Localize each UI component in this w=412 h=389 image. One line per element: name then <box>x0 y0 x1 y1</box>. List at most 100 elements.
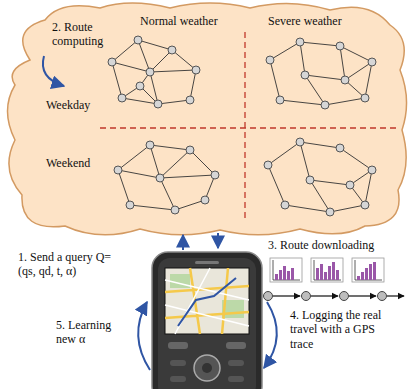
drawing-part <box>336 42 344 50</box>
drawing-part <box>150 50 172 72</box>
drawing-part <box>325 98 365 105</box>
phone <box>152 252 262 389</box>
drawing-part <box>266 56 274 64</box>
drawing-part <box>300 42 305 75</box>
drawing-part <box>130 205 175 210</box>
drawing-part <box>226 342 246 349</box>
drawing-part <box>108 58 116 66</box>
drawing-part <box>211 171 219 179</box>
drawing-part <box>264 161 272 169</box>
drawing-part <box>186 146 194 154</box>
learning-arc <box>138 302 150 370</box>
drawing-part <box>310 180 330 212</box>
drawing-part <box>202 363 212 373</box>
step-label: 4. Logging the real travel with a GPS tr… <box>290 308 390 351</box>
drawing-part <box>281 201 289 209</box>
drawing-part <box>268 165 285 205</box>
drawing-part <box>368 166 376 174</box>
route-path <box>264 292 405 301</box>
drawing-part <box>136 82 144 90</box>
step-label: 2. Route computing <box>52 20 114 49</box>
drawing-part <box>156 174 164 182</box>
drawing-part <box>195 261 219 264</box>
drawing-part <box>314 260 341 280</box>
drawing-part <box>340 148 372 170</box>
drawing-part <box>368 58 376 66</box>
drawing-part <box>340 46 372 62</box>
drawing-part <box>165 268 249 334</box>
drawing-part <box>361 94 369 102</box>
drawing-part <box>346 181 354 189</box>
road-graph <box>114 141 219 214</box>
drawing-part <box>150 145 160 178</box>
drawing-part <box>291 268 294 280</box>
drawing-part <box>170 376 186 382</box>
drawing-part <box>201 196 209 204</box>
drawing-part <box>118 145 150 170</box>
drawing-part <box>168 46 176 54</box>
drawing-part <box>279 270 282 280</box>
time-chart <box>352 258 384 282</box>
drawing-part <box>349 295 376 296</box>
drawing-part <box>306 176 314 184</box>
drawing-part <box>114 166 122 174</box>
drawing-part <box>165 268 249 334</box>
drawing-part <box>270 42 300 60</box>
drawing-part <box>365 62 372 98</box>
time-chart <box>311 258 343 282</box>
road-graph <box>264 138 376 216</box>
drawing-part <box>332 262 335 280</box>
drawing-part <box>138 40 172 50</box>
step-label: 1. Send a query Q=(qs, qd, t, α) <box>18 250 118 279</box>
cloud-region: 2. Route computingNormal weatherSevere w… <box>0 0 412 242</box>
drawing-part <box>328 266 331 280</box>
drawing-part <box>118 170 160 178</box>
drawing-part <box>146 68 154 76</box>
drawing-part <box>341 76 349 84</box>
drawing-part <box>352 258 384 282</box>
drawing-part <box>361 201 369 209</box>
drawing-part <box>321 101 329 109</box>
drawing-part <box>273 260 300 280</box>
drawing-part <box>186 96 194 104</box>
quadrant-label: Weekday <box>46 98 90 112</box>
drawing-part <box>357 276 360 280</box>
drawing-part <box>345 62 372 80</box>
drawing-part <box>302 292 311 301</box>
drawing-part <box>228 360 244 366</box>
time-chart <box>270 258 302 282</box>
drawing-part <box>280 100 325 105</box>
drawing-part <box>276 96 284 104</box>
quadrant-label: Severe weather <box>268 14 342 28</box>
divider <box>100 127 396 128</box>
drawing-part <box>150 145 190 150</box>
drawing-part <box>326 208 334 216</box>
drawing-part <box>154 100 162 108</box>
drawing-part <box>118 170 130 205</box>
drawing-part <box>190 150 215 175</box>
drawing-part <box>138 40 150 72</box>
drawing-part <box>283 266 286 280</box>
drawing-part <box>275 274 278 280</box>
road-graph <box>266 38 376 109</box>
compute-arrow <box>43 56 64 86</box>
drawing-part <box>160 178 175 210</box>
divider <box>244 32 245 222</box>
drawing-part <box>320 264 323 280</box>
drawing-part <box>190 70 196 100</box>
drawing-part <box>168 342 188 349</box>
drawing-part <box>270 258 302 282</box>
drawing-part <box>330 205 365 212</box>
drawing-part <box>171 206 179 214</box>
drawing-part <box>336 270 339 280</box>
drawing-part <box>112 62 150 72</box>
drawing-part <box>264 292 273 301</box>
drawing-part <box>287 271 290 280</box>
drawing-part <box>146 141 154 149</box>
drawing-part <box>336 144 344 152</box>
drawing-part <box>152 252 262 389</box>
drawing-part <box>311 295 338 296</box>
drawing-part <box>285 205 330 212</box>
drawing-part <box>178 278 236 326</box>
